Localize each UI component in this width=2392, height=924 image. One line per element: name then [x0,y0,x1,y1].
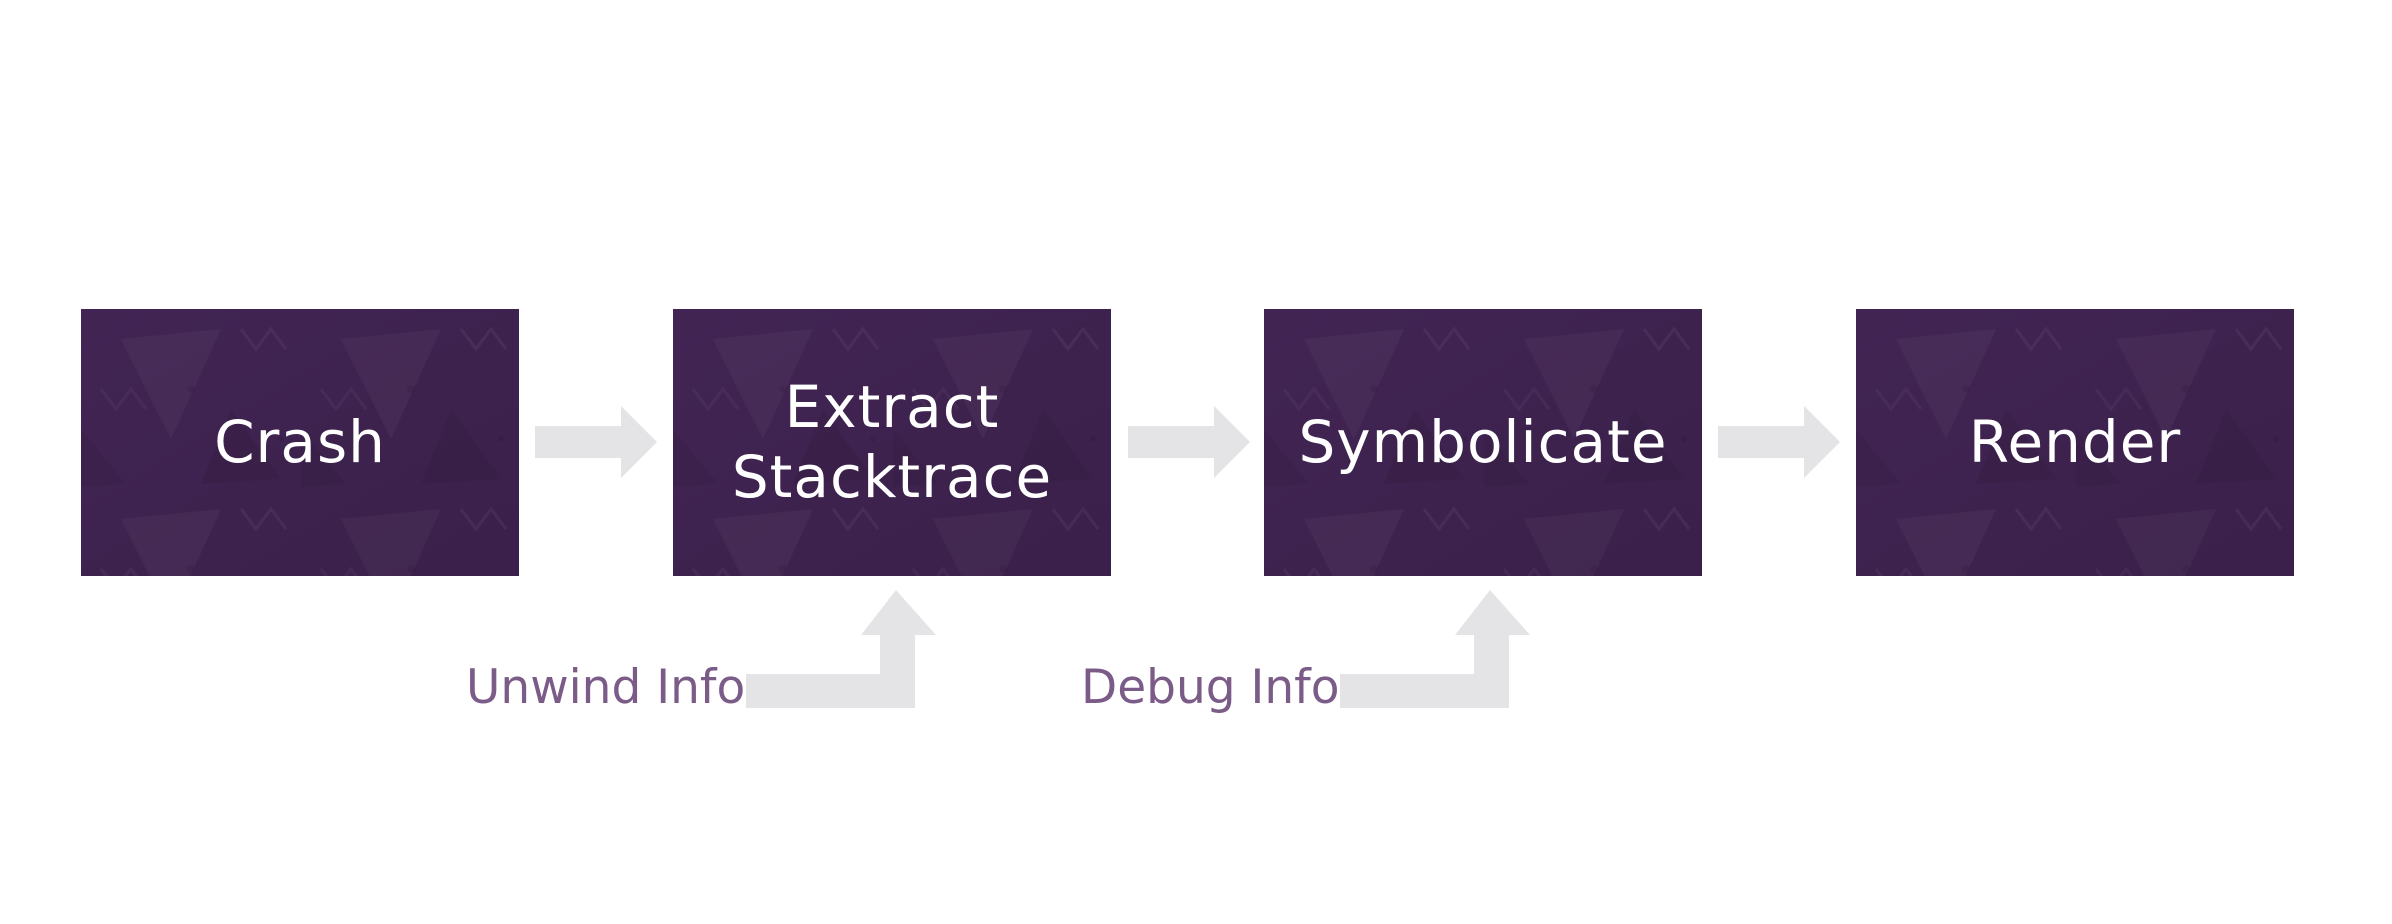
box-background-pattern [1264,309,1702,576]
step-box-render: Render [1856,309,2294,576]
flow-arrow-right-icon [535,406,657,478]
flow-arrow-right-icon [1128,406,1250,478]
flow-arrow-right-icon [1718,406,1840,478]
step-label-render: Render [1968,407,2182,476]
box-background-pattern [673,309,1111,576]
step-label-crash: Crash [214,407,386,476]
bent-up-arrow-icon [746,590,936,708]
step-box-symbolicate: Symbolicate [1264,309,1702,576]
input-label-unwind-info: Unwind Info [466,660,746,715]
box-background-pattern [81,309,519,576]
step-box-extract-stacktrace: Extract Stacktrace [673,309,1111,576]
bent-up-arrow-icon [1340,590,1530,708]
step-box-crash: Crash [81,309,519,576]
step-label-extract-stacktrace: Extract Stacktrace [731,372,1053,511]
step-label-symbolicate: Symbolicate [1298,407,1668,476]
input-label-debug-info: Debug Info [1081,660,1340,715]
box-background-pattern [1856,309,2294,576]
